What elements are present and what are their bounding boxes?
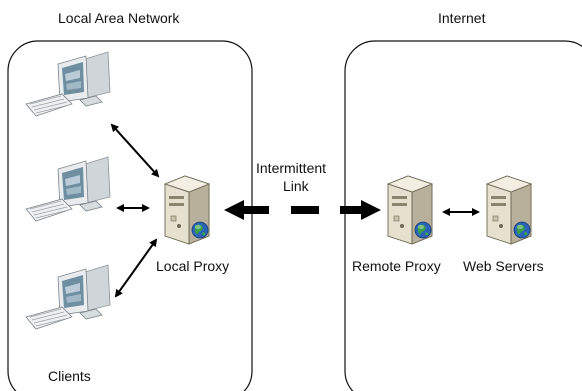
intermittent-link-arrowhead-left [224, 200, 244, 220]
intermittent-link-arrowhead-right [361, 200, 381, 220]
intermittent-link-dash [244, 206, 269, 214]
clients-label: Clients [48, 368, 91, 384]
internet-zone-title: Internet [438, 10, 486, 26]
intermittent-link-label-line1: Intermittent [256, 160, 327, 176]
intermittent-link-label-line2: Link [283, 178, 309, 194]
globe-icon [191, 221, 209, 239]
web-servers-label: Web Servers [463, 258, 544, 274]
client-computer-icon [25, 51, 111, 117]
remote-proxy-label: Remote Proxy [352, 258, 441, 274]
client-computer-icon [25, 264, 111, 330]
intermittent-link-dash [340, 206, 361, 214]
local-proxy-label: Local Proxy [156, 258, 230, 274]
globe-icon [513, 221, 531, 239]
lan-zone-title: Local Area Network [58, 10, 180, 26]
client-computer-icon [25, 156, 111, 222]
client1-proxy-arrow [110, 123, 160, 178]
globe-icon [414, 221, 432, 239]
lan-zone-boundary [7, 40, 253, 391]
intermittent-link-dash [291, 206, 319, 214]
internet-zone-boundary [344, 40, 582, 391]
client3-proxy-arrow [114, 238, 158, 298]
